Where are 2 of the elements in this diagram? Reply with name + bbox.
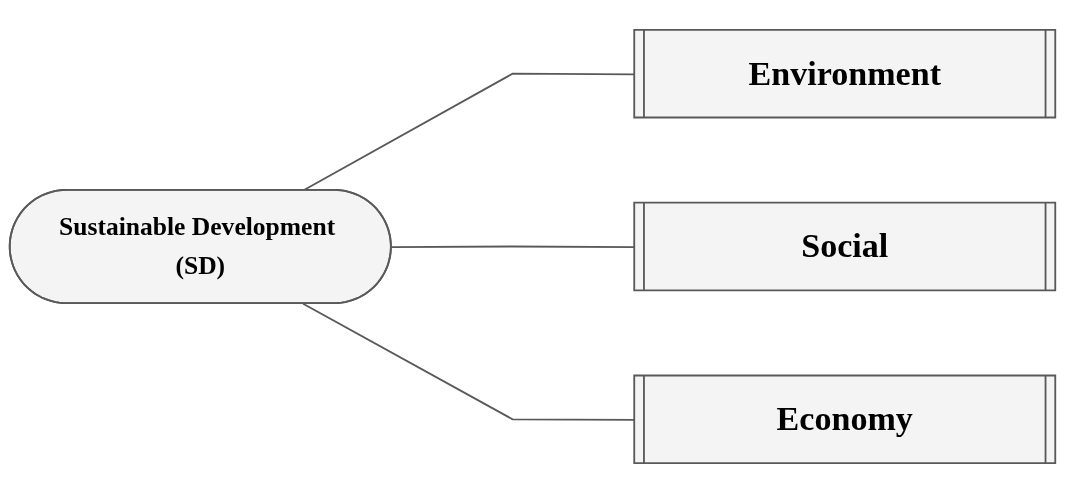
connector — [302, 302, 636, 421]
connector — [390, 245, 636, 249]
